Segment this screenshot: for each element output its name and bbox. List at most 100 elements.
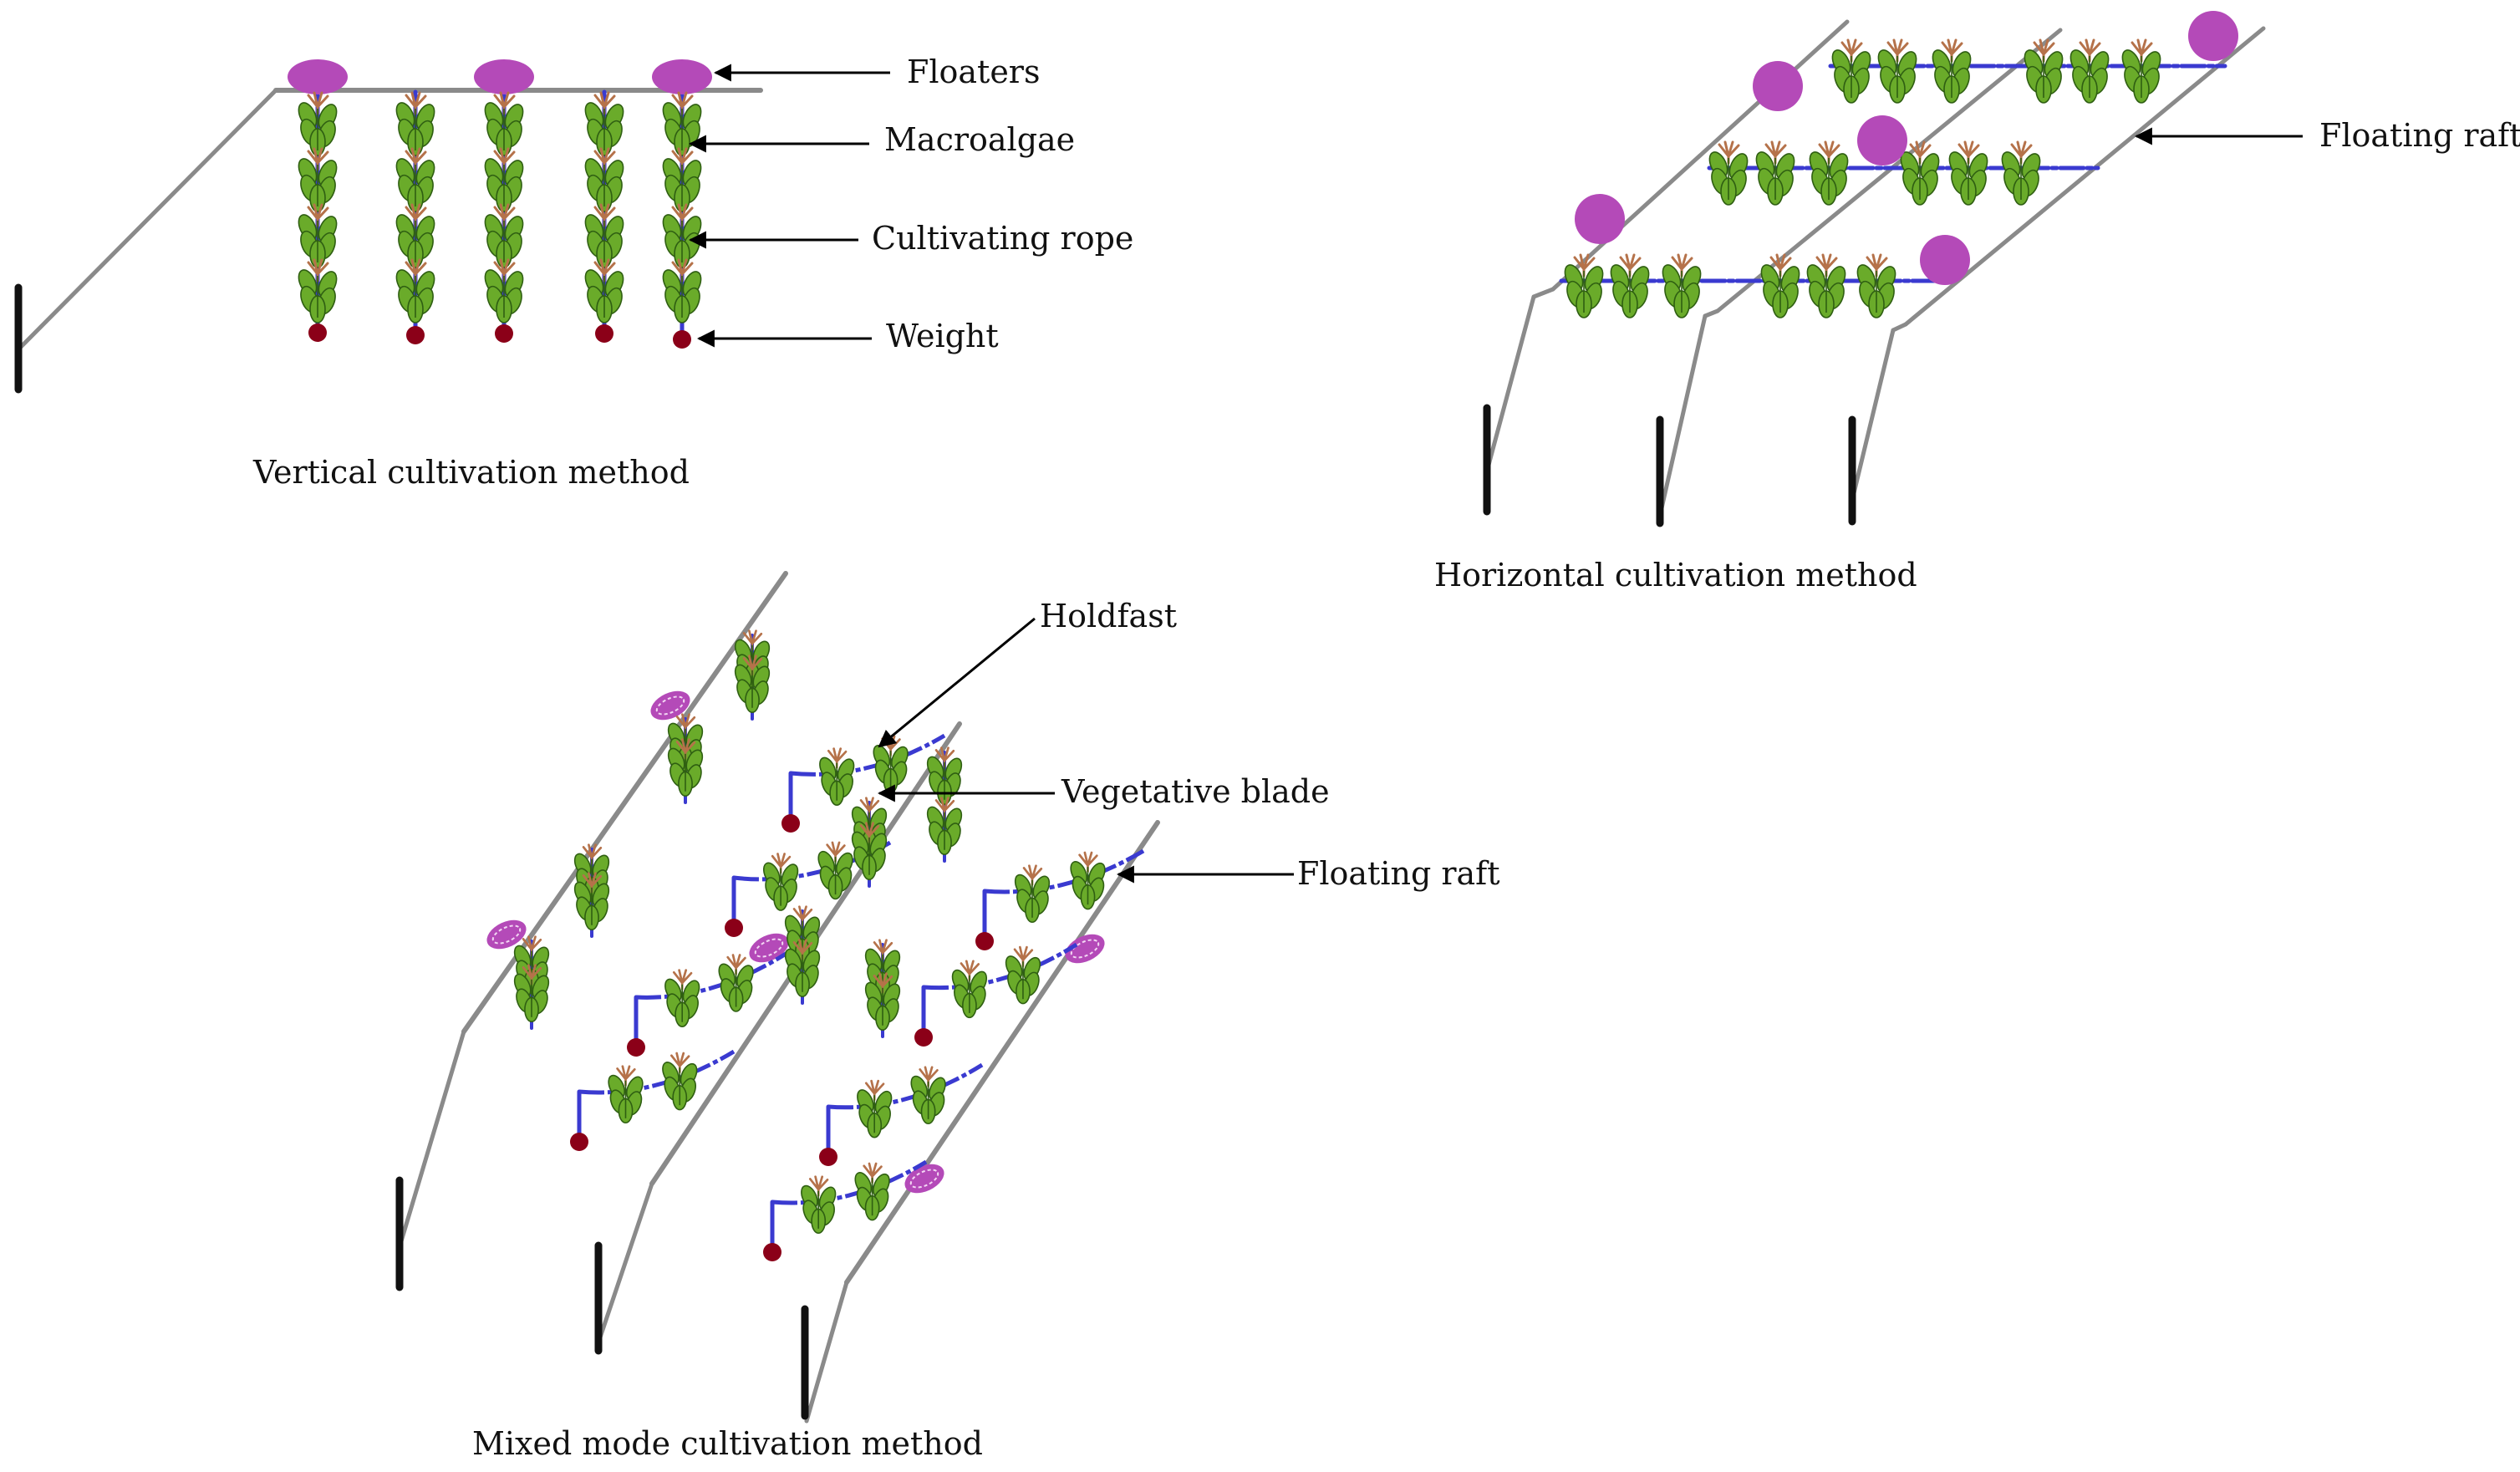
macroalgae-blade-icon [926,806,963,855]
holdfast-strands [1764,140,1787,165]
macroalgae-blade-icon [951,969,988,1019]
mooring-line [1851,328,1896,496]
holdfast-icon [307,147,329,171]
holdfast-strands [919,1066,939,1087]
holdfast-icon [792,905,813,927]
holdfast-icon [808,1175,829,1197]
horizontal-labels: Floating raft Horizontal cultivation met… [1434,117,2520,593]
hanging-rope [851,797,888,888]
holdfast-strands [742,655,763,676]
holdfast-strands [493,147,516,171]
holdfast-strands [405,258,427,283]
vertical-cultivation-diagram [14,59,763,394]
macroalgae-blade-icon [1708,151,1749,206]
holdfast-icon [827,747,848,769]
rope-set [570,1049,736,1151]
holdfast-strands [593,91,616,115]
holdfast-strands [593,147,616,171]
holdfast-icon [1818,140,1840,165]
vertical-method-title: Vertical cultivation method [252,454,690,491]
rope-set [975,848,1145,950]
floater-body [1753,61,1803,111]
floater-icon [474,59,534,94]
holdfast-strands [616,1065,636,1087]
macroalgae-blade-icon [817,850,853,900]
holdfast-strands [960,960,980,981]
floater-body [749,933,789,963]
macroalgae-blade-icon [662,1062,698,1111]
macroalgae-blade-icon [864,981,901,1031]
hanging-rope [513,935,550,1030]
horizontal-cultivation-diagram [1483,11,2266,527]
weight-icon [495,324,513,343]
holdfast-strands [671,147,694,171]
floater-body [650,690,690,721]
weight-icon [308,323,327,342]
vegetative-blade-label: Vegetative blade [1061,773,1330,810]
holdfast-icon [1840,38,1863,63]
floater-icon [1753,61,1803,111]
macroalgae-blade-icon [1755,151,1795,206]
weight-icon [673,330,691,349]
holdfast-icon [934,797,955,818]
floater-ring [655,695,685,716]
macroalgae-blade-icon [484,158,524,212]
holdfast-icon [493,147,516,171]
rope-set [819,1062,984,1166]
holdfast-strands [873,939,893,960]
holdfast-strands [582,872,603,894]
holdfast-strands [672,969,693,991]
floater-group [486,919,527,950]
holdfast-strands [2010,140,2033,165]
cultivating-rope [635,949,792,1000]
rope-set [781,733,946,833]
mixed-floating-raft-label: Floating raft [1297,855,1500,892]
floater-icon [1575,194,1625,244]
holdfast-icon [593,258,616,283]
cultivating-rope [771,1159,928,1205]
weight-icon [781,814,800,833]
floater-group [650,690,690,721]
holdfast-icon [593,203,616,227]
holdfast-icon [2010,140,2033,165]
holdfast-icon [826,841,846,863]
holdfast-strands [493,258,516,283]
holdfast-icon [726,954,746,975]
holdfast-icon [742,655,763,676]
holdfast-strands [1718,140,1740,165]
macroalgae-blade-icon [2069,49,2110,104]
mooring-line [1659,313,1708,511]
macroalgae-blade-icon [298,158,338,212]
macroalgae-blade-icon [926,756,963,805]
floater-group [749,933,789,963]
floater-body [486,919,527,950]
floater-group [1065,934,1105,964]
floater-body [1920,235,1970,285]
mooring-line [804,1280,849,1424]
macroalgae-blade-icon [819,756,855,806]
holdfast-icon [675,738,696,760]
macroalgae-blade-icon [801,1184,837,1235]
holdfast-strands [307,91,329,115]
floater-icon [1920,235,1970,285]
holdfast-strands [771,853,792,874]
holdfast-icon [1013,945,1034,967]
holdfast-icon [863,1162,883,1184]
holdfast-strands [792,905,813,927]
macroalgae-blade-icon [1564,264,1604,318]
holdfast-strands [405,203,427,227]
holdfast-strands [808,1175,829,1197]
holdfast-strands [859,797,880,818]
weight-icon [406,326,425,344]
weight-icon [819,1148,837,1166]
weight-icon [627,1038,645,1057]
holdfast-strands [1818,140,1840,165]
mooring-line [399,1029,466,1244]
holdfast-strands [1866,253,1888,278]
holdfast-icon [1671,253,1693,278]
holdfast-icon [1573,253,1596,278]
cultivating-rope [827,1062,984,1110]
holdfast-icon [671,91,694,115]
horizontal-floating-raft-label: Floating raft [2319,117,2520,154]
